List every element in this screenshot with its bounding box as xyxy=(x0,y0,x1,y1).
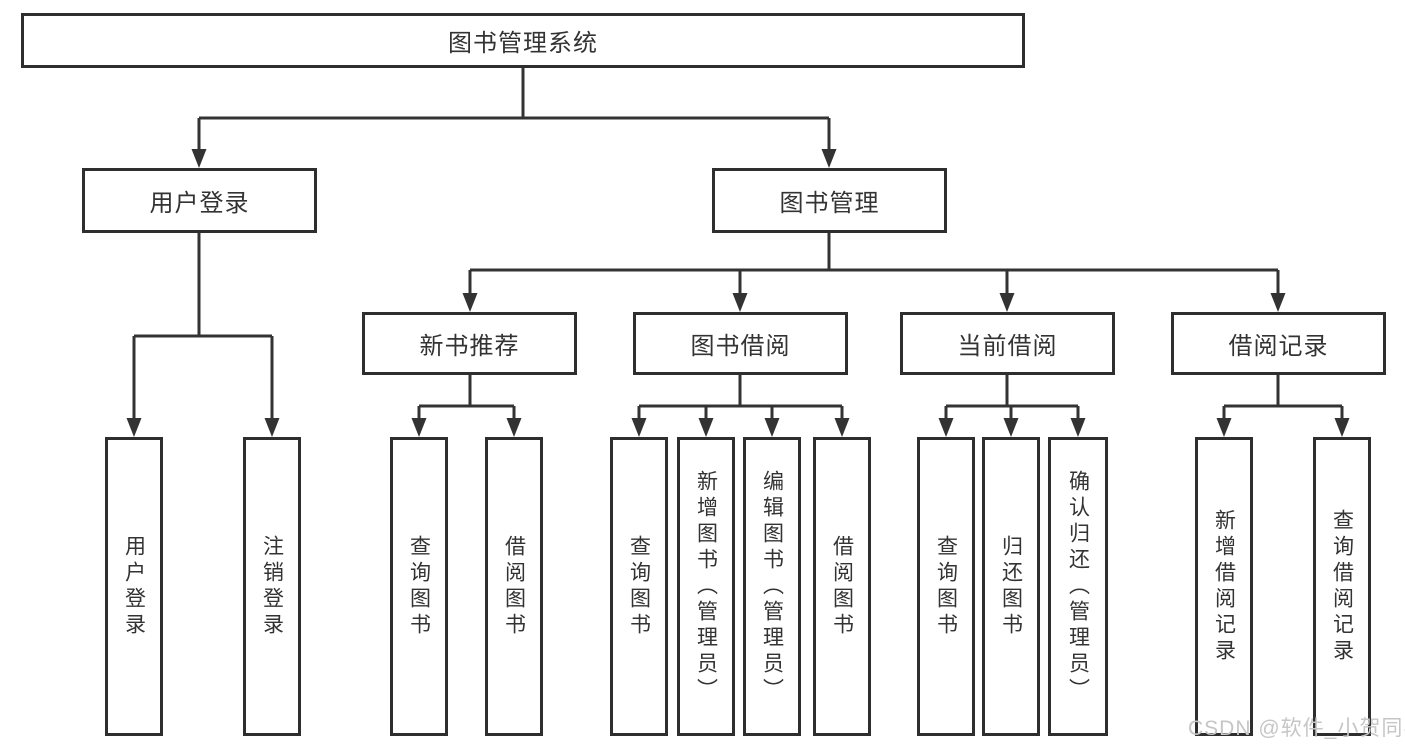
node-label: 查询借阅记录 xyxy=(1330,508,1354,665)
node-query-borrow-record: 查询借阅记录 xyxy=(1313,437,1371,736)
node-book-management: 图书管理 xyxy=(712,168,947,233)
node-label: 借阅图书 xyxy=(830,534,854,639)
node-borrow-books: 借阅图书 xyxy=(485,437,543,736)
node-query-books: 查询图书 xyxy=(917,437,975,736)
node-label: 用户登录 xyxy=(149,190,250,217)
node-label: 图书管理系统 xyxy=(448,30,598,57)
csdn-watermark: CSDN @软件_小贺同学 xyxy=(1188,717,1405,740)
node-label: 用户登录 xyxy=(122,534,146,639)
node-confirm-return-admin: 确认归还（管理员） xyxy=(1048,437,1108,736)
node-user-login: 用户登录 xyxy=(82,168,317,233)
arrowheads xyxy=(126,149,1350,437)
node-current-borrowing: 当前借阅 xyxy=(900,312,1115,375)
node-add-books-admin: 新增图书（管理员） xyxy=(677,437,735,736)
node-borrow-books: 借阅图书 xyxy=(813,437,871,736)
node-label: 借阅记录 xyxy=(1228,333,1329,360)
node-label: 归还图书 xyxy=(999,534,1023,639)
node-label: 图书管理 xyxy=(779,190,880,217)
node-label: 图书借阅 xyxy=(690,333,791,360)
node-label: 查询图书 xyxy=(627,534,651,639)
node-user-login-leaf: 用户登录 xyxy=(105,437,163,736)
node-label: 注销登录 xyxy=(260,534,284,639)
node-edit-books-admin: 编辑图书（管理员） xyxy=(743,437,801,736)
node-label: 新增图书（管理员） xyxy=(694,469,718,704)
node-return-books: 归还图书 xyxy=(982,437,1040,736)
node-label: 借阅图书 xyxy=(502,534,526,639)
node-label: 查询图书 xyxy=(407,534,431,639)
node-borrowing-records: 借阅记录 xyxy=(1171,312,1386,375)
node-label: 编辑图书（管理员） xyxy=(760,469,784,704)
node-new-book-recommend: 新书推荐 xyxy=(362,312,577,375)
node-library-management-system: 图书管理系统 xyxy=(21,13,1025,68)
node-logout: 注销登录 xyxy=(243,437,301,736)
node-label: 查询图书 xyxy=(934,534,958,639)
node-label: 确认归还（管理员） xyxy=(1066,469,1090,704)
node-add-borrow-record: 新增借阅记录 xyxy=(1195,437,1253,736)
node-label: 新书推荐 xyxy=(419,333,520,360)
node-book-borrowing: 图书借阅 xyxy=(633,312,848,375)
node-query-books: 查询图书 xyxy=(390,437,448,736)
node-label: 当前借阅 xyxy=(957,333,1058,360)
node-query-books: 查询图书 xyxy=(610,437,668,736)
node-label: 新增借阅记录 xyxy=(1212,508,1236,665)
